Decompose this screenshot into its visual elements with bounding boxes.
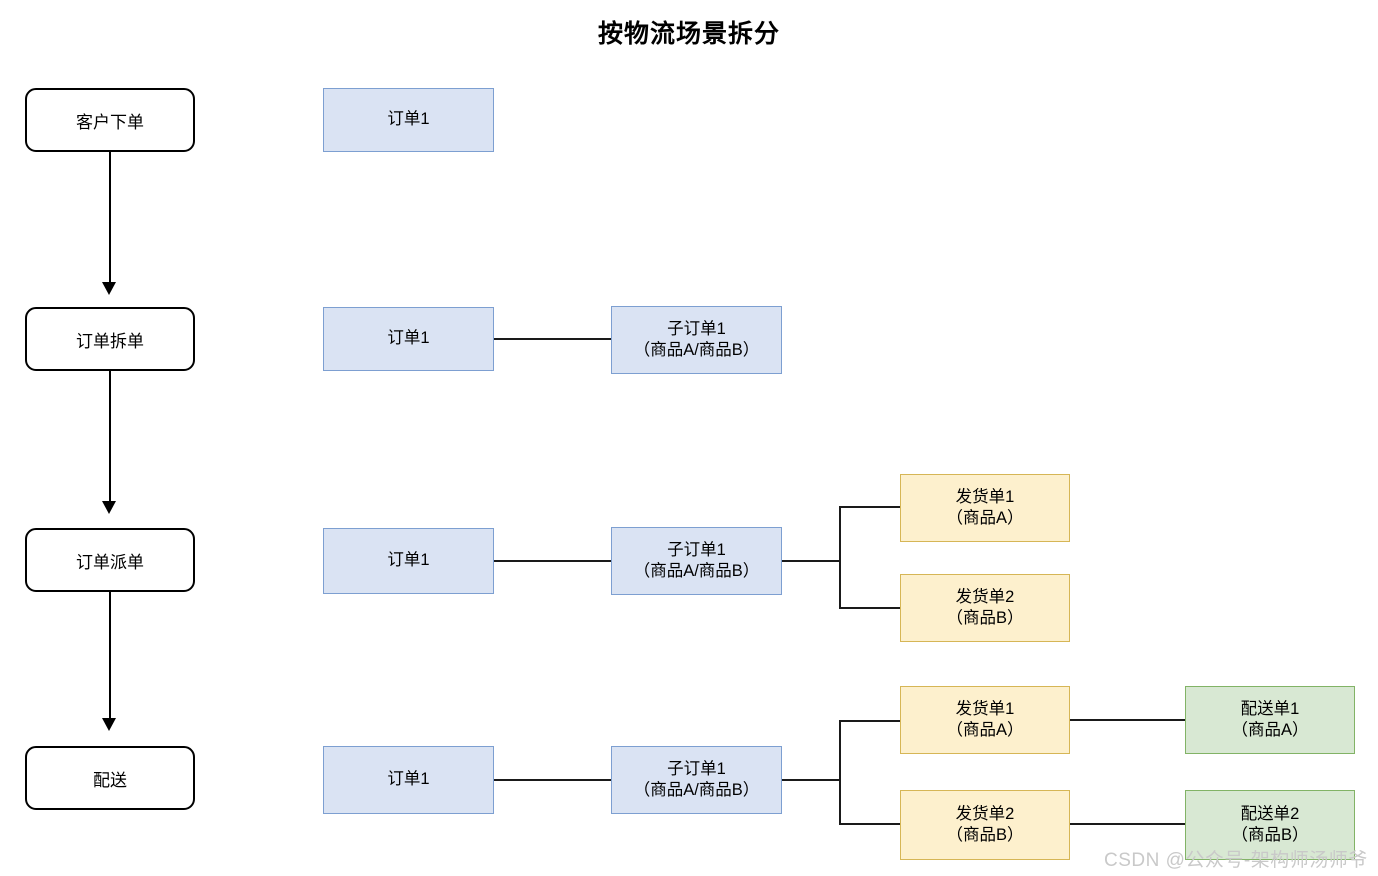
branch-stem-row3 <box>782 560 840 563</box>
order-box-row1[interactable]: 订单1 <box>323 88 494 152</box>
shipment-box-line2: （商品B） <box>946 826 1024 844</box>
branch-spine-row3 <box>839 506 842 609</box>
page-title: 按物流场景拆分 <box>597 20 780 48</box>
stage-box-customer-order[interactable]: 客户下单 <box>25 88 195 152</box>
shipment-box-row3-1[interactable]: 发货单1 （商品A） <box>900 474 1070 542</box>
stage-arrow-line-3 <box>109 592 112 722</box>
delivery-box-row4-1[interactable]: 配送单1 （商品A） <box>1185 686 1355 754</box>
branch-spine-row4 <box>839 720 842 825</box>
suborder-box-row3[interactable]: 子订单1 （商品A/商品B） <box>611 527 782 595</box>
suborder-box-row4[interactable]: 子订单1 （商品A/商品B） <box>611 746 782 814</box>
stage-box-order-dispatch[interactable]: 订单派单 <box>25 528 195 592</box>
delivery-box-line1: 配送单2 <box>1240 804 1300 823</box>
branch-arm-top-row3 <box>839 506 901 509</box>
branch-arm-bottom-row3 <box>839 607 901 610</box>
suborder-box-line2: （商品A/商品B） <box>633 781 760 799</box>
delivery-box-line1: 配送单1 <box>1240 699 1300 718</box>
stage-arrow-line-1 <box>109 152 112 286</box>
shipment-box-row3-2[interactable]: 发货单2 （商品B） <box>900 574 1070 642</box>
shipment-box-line1: 发货单2 <box>955 804 1015 823</box>
order-box-row3[interactable]: 订单1 <box>323 528 494 594</box>
branch-arm-top-row4 <box>839 720 901 723</box>
shipment-box-line2: （商品B） <box>946 609 1024 627</box>
order-box-line1: 订单1 <box>387 329 430 348</box>
suborder-box-line2: （商品A/商品B） <box>633 562 760 580</box>
stage-arrow-head-3 <box>102 718 116 731</box>
connector-shipment-to-delivery-row4-1 <box>1070 719 1186 722</box>
order-box-row4[interactable]: 订单1 <box>323 746 494 814</box>
shipment-box-row4-2[interactable]: 发货单2 （商品B） <box>900 790 1070 860</box>
suborder-box-line2: （商品A/商品B） <box>633 341 760 359</box>
branch-arm-bottom-row4 <box>839 823 901 826</box>
connector-shipment-to-delivery-row4-2 <box>1070 823 1186 826</box>
order-box-line1: 订单1 <box>387 110 430 129</box>
shipment-box-line1: 发货单2 <box>955 587 1015 606</box>
delivery-box-row4-2[interactable]: 配送单2 （商品B） <box>1185 790 1355 860</box>
suborder-box-line1: 子订单1 <box>667 319 726 338</box>
stage-arrow-line-2 <box>109 371 112 505</box>
stage-label: 订单拆单 <box>76 331 144 351</box>
stage-arrow-head-1 <box>102 282 116 295</box>
shipment-box-line2: （商品A） <box>946 509 1024 527</box>
shipment-box-line1: 发货单1 <box>955 487 1015 506</box>
stage-label: 订单派单 <box>76 552 144 572</box>
suborder-box-row2[interactable]: 子订单1 （商品A/商品B） <box>611 306 782 374</box>
branch-stem-row4 <box>782 779 840 782</box>
suborder-box-line1: 子订单1 <box>667 540 726 559</box>
suborder-box-line1: 子订单1 <box>667 759 726 778</box>
connector-order-to-suborder-row2 <box>494 338 611 341</box>
connector-order-to-suborder-row3 <box>494 560 611 563</box>
stage-box-delivery[interactable]: 配送 <box>25 746 195 810</box>
delivery-box-line2: （商品A） <box>1231 721 1309 739</box>
shipment-box-line1: 发货单1 <box>955 699 1015 718</box>
connector-order-to-suborder-row4 <box>494 779 611 782</box>
order-box-line1: 订单1 <box>387 770 430 789</box>
shipment-box-row4-1[interactable]: 发货单1 （商品A） <box>900 686 1070 754</box>
delivery-box-line2: （商品B） <box>1231 826 1309 844</box>
stage-arrow-head-2 <box>102 501 116 514</box>
shipment-box-line2: （商品A） <box>946 721 1024 739</box>
watermark-text: CSDN @公众号-架构师汤师爷 <box>1104 850 1368 871</box>
stage-label: 配送 <box>93 770 127 790</box>
order-box-row2[interactable]: 订单1 <box>323 307 494 371</box>
order-box-line1: 订单1 <box>387 551 430 570</box>
stage-label: 客户下单 <box>76 112 144 132</box>
stage-box-order-split[interactable]: 订单拆单 <box>25 307 195 371</box>
